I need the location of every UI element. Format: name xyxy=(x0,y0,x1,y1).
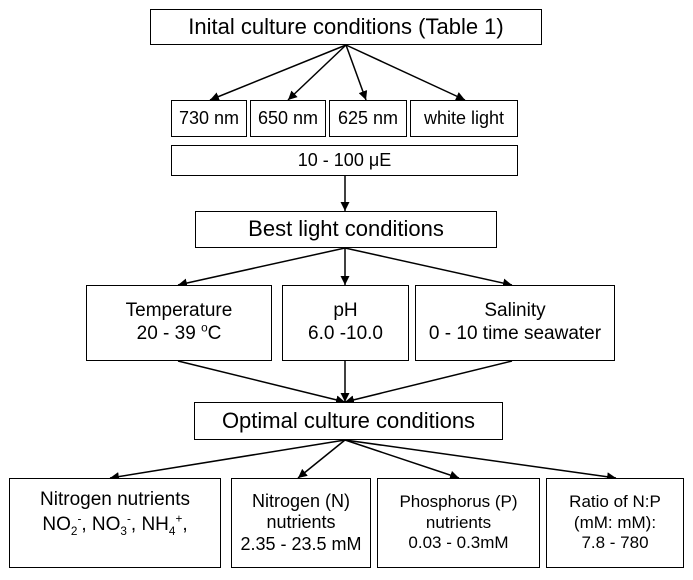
wavelength-650nm-box: 650 nm xyxy=(250,100,326,137)
ratio-np-range: 7.8 - 780 xyxy=(581,533,649,553)
arrow-best-light-to-salinity xyxy=(344,247,513,288)
temperature-label: Temperature xyxy=(125,300,233,322)
arrow-best-light-to-temperature xyxy=(177,247,346,288)
white-light-box: white light xyxy=(410,100,518,137)
ratio-np-box: Ratio of N:P (mM: mM): 7.8 - 780 xyxy=(546,478,684,568)
initial-culture-conditions-label: Inital culture conditions (Table 1) xyxy=(188,13,504,39)
phosphorus-p-box: Phosphorus (P) nutrients 0.03 - 0.3mM xyxy=(377,478,540,568)
wavelength-730nm-box: 730 nm xyxy=(171,100,247,137)
best-light-conditions-label: Best light conditions xyxy=(248,216,444,242)
ph-range: 6.0 -10.0 xyxy=(308,323,383,344)
phosphorus-p-line1: Phosphorus (P) xyxy=(399,492,518,512)
initial-culture-conditions-box: Inital culture conditions (Table 1) xyxy=(150,9,542,45)
nitrogen-n-range: 2.35 - 23.5 mM xyxy=(240,533,362,554)
ph-box: pH 6.0 -10.0 xyxy=(282,285,409,361)
nitrogen-nutrients-formula: NO2-, NO3-, NH4+, xyxy=(42,512,188,538)
arrow-temperature-to-optimal xyxy=(177,360,346,405)
arrow-title-to-625nm xyxy=(345,44,368,101)
optimal-culture-conditions-label: Optimal culture conditions xyxy=(221,407,476,433)
wavelength-625nm-label: 625 nm xyxy=(337,107,399,128)
nitrogen-n-line2: nutrients xyxy=(266,512,336,533)
nitrogen-n-line1: Nitrogen (N) xyxy=(251,490,351,511)
temperature-range: 20 - 39 oC xyxy=(136,321,222,344)
light-intensity-label: 10 - 100 μE xyxy=(297,149,392,170)
phosphorus-p-range: 0.03 - 0.3mM xyxy=(408,533,509,553)
arrow-optimal-to-nitrogen-n xyxy=(297,439,346,479)
salinity-range: 0 - 10 time seawater xyxy=(428,323,602,344)
arrow-optimal-to-ratio-np xyxy=(344,439,617,482)
arrow-title-to-650nm xyxy=(287,44,347,101)
arrow-optimal-to-nitrogen-nutrients xyxy=(109,439,346,482)
optimal-culture-conditions-box: Optimal culture conditions xyxy=(194,402,503,440)
light-intensity-box: 10 - 100 μE xyxy=(171,145,518,176)
nitrogen-nutrients-label: Nitrogen nutrients xyxy=(40,489,190,510)
nitrogen-nutrients-box: Nitrogen nutrients NO2-, NO3-, NH4+, xyxy=(9,478,221,568)
white-light-label: white light xyxy=(423,107,505,128)
best-light-conditions-box: Best light conditions xyxy=(195,211,497,248)
ratio-np-line2: (mM: mM): xyxy=(573,512,657,532)
salinity-label: Salinity xyxy=(484,300,546,322)
phosphorus-p-line2: nutrients xyxy=(425,512,492,532)
temperature-box: Temperature 20 - 39 oC xyxy=(86,285,272,361)
arrow-title-to-white-light xyxy=(345,44,466,101)
wavelength-730nm-label: 730 nm xyxy=(178,107,240,128)
ratio-np-line1: Ratio of N:P xyxy=(569,492,661,512)
ph-label: pH xyxy=(333,300,358,322)
salinity-box: Salinity 0 - 10 time seawater xyxy=(415,285,615,361)
wavelength-625nm-box: 625 nm xyxy=(329,100,407,137)
arrow-salinity-to-optimal xyxy=(344,360,513,405)
arrow-optimal-to-phosphorus-p xyxy=(344,439,460,480)
wavelength-650nm-label: 650 nm xyxy=(257,107,319,128)
nitrogen-n-box: Nitrogen (N) nutrients 2.35 - 23.5 mM xyxy=(231,478,371,568)
arrow-title-to-730nm xyxy=(209,44,347,101)
